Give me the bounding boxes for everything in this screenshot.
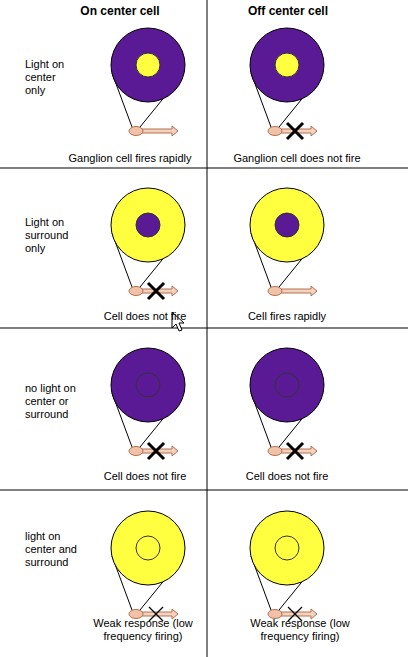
ganglion-cell [250,28,324,139]
block-mark [287,123,303,139]
note-text: Cell does not fire [212,470,362,483]
receptive-field-center [136,213,160,237]
ganglion-cell [111,511,185,621]
receptive-field-center [275,536,299,560]
cell-group [111,28,324,621]
receptive-field-center [136,536,160,560]
cell-body [129,447,143,456]
cell-body [129,287,143,296]
block-mark [148,283,164,299]
note-text: Ganglion cell does not fire [212,152,382,165]
row-divider [0,168,408,169]
row-divider [0,490,408,491]
receptive-field-surround [250,348,324,422]
block-mark [148,283,164,299]
block-mark [287,443,303,459]
receptive-field-surround [111,188,185,262]
ganglion-cell [250,511,324,621]
receptive-field-center [275,53,299,77]
block-mark [287,443,303,459]
receptive-field-surround [111,348,185,422]
column-heading: On center cell [45,4,195,18]
note-text: Cell does not fire [70,310,220,323]
note-text: light on center and surround [25,530,85,569]
receptive-field-surround [111,28,185,102]
note-text: Weak response (low frequency firing) [83,617,203,643]
cell-body [129,127,143,136]
block-mark [287,123,303,139]
cell-body [268,447,282,456]
ganglion-cell [250,188,324,296]
ganglion-cell [111,348,185,459]
receptive-field-surround [250,28,324,102]
block-mark [148,443,164,459]
note-text: Light on center only [25,58,77,97]
receptive-field-center [136,53,160,77]
ganglion-cell [250,348,324,459]
block-mark [148,443,164,459]
note-text: Ganglion cell fires rapidly [45,152,215,165]
ganglion-cell [111,188,185,299]
note-text: Weak response (low frequency firing) [240,617,360,643]
note-text: Cell fires rapidly [212,310,362,323]
receptive-field-surround [250,188,324,262]
receptive-field-center [275,373,299,397]
row-divider [0,328,408,329]
cell-body [268,127,282,136]
column-heading: Off center cell [213,4,363,18]
receptive-field-surround [250,511,324,585]
ganglion-cell [111,28,185,136]
receptive-field-center [275,213,299,237]
receptive-field-surround [111,511,185,585]
note-text: no light on center or surround [25,382,85,421]
note-text: Light on surround only [25,216,77,255]
receptive-field-center [136,373,160,397]
note-text: Cell does not fire [70,470,220,483]
cell-body [268,287,282,296]
